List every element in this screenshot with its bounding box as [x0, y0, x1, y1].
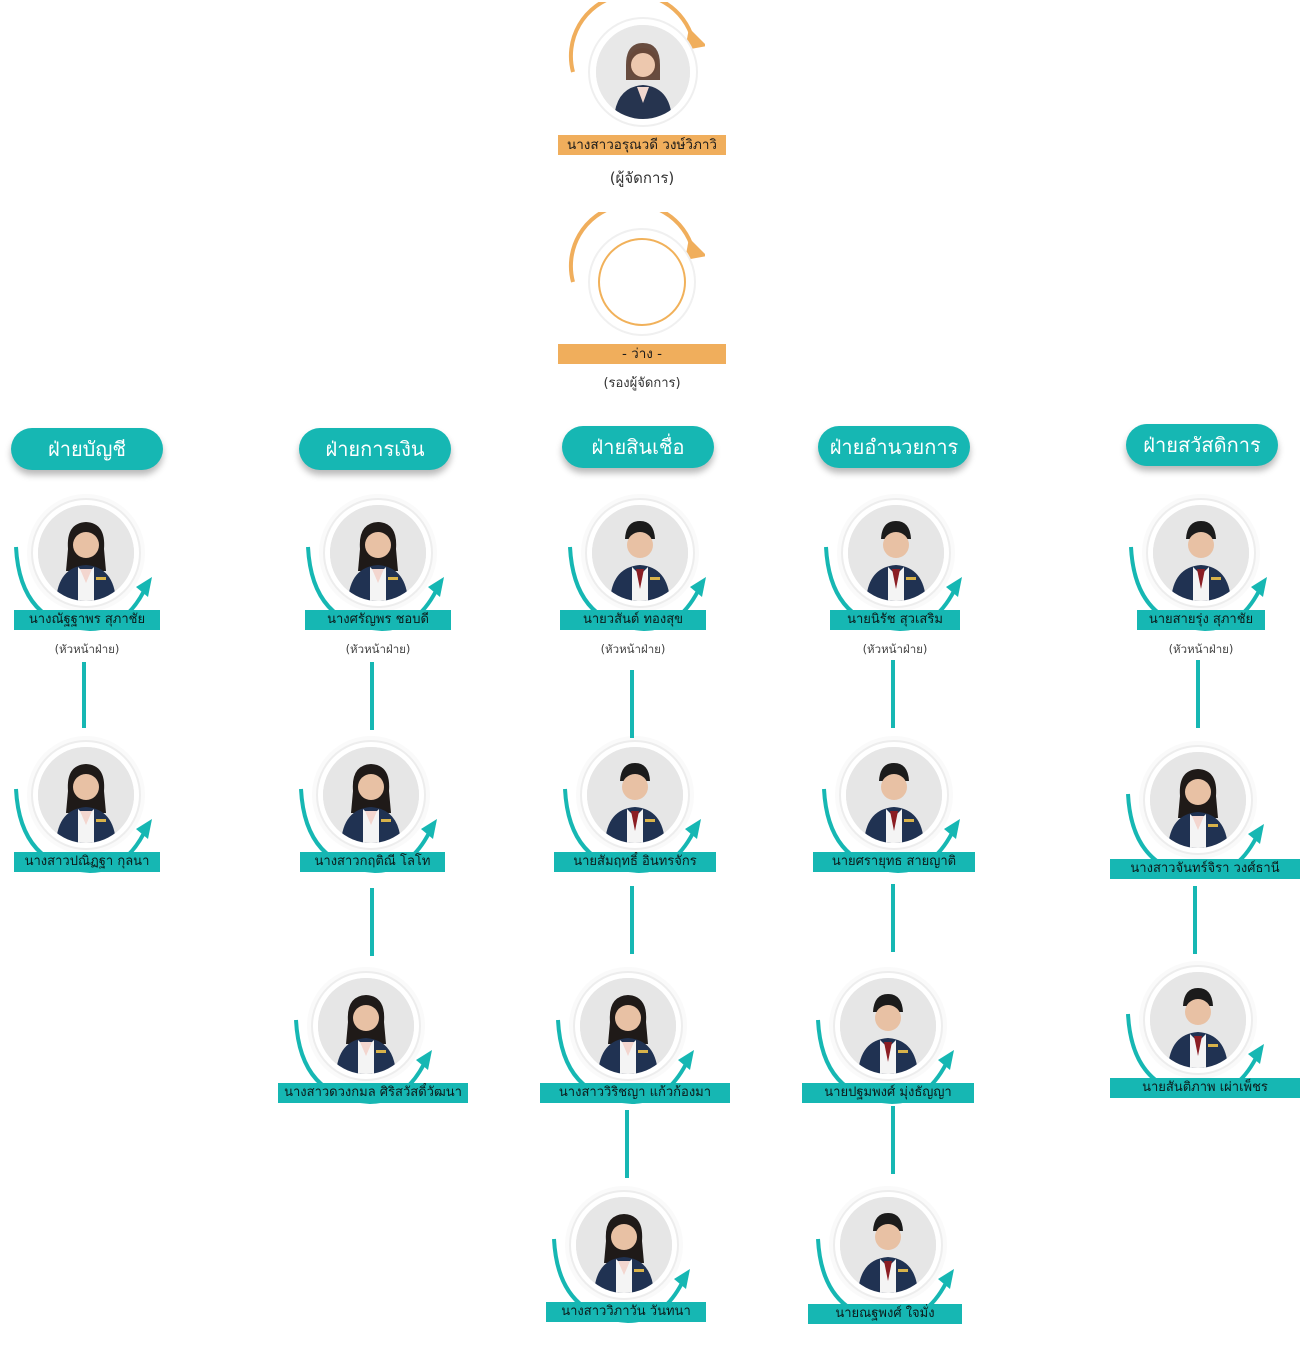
- member-name-admin-2: นายปฐมพงศ์ มุ่งธัญญา: [802, 1083, 974, 1103]
- head-role-accounting: (หัวหน้าฝ่าย): [54, 642, 120, 656]
- photo-finance-1: [323, 747, 419, 843]
- head-role-admin: (หัวหน้าฝ่าย): [862, 642, 928, 656]
- member-name-credit-3: นางสาววิภาวัน วันทนา: [546, 1302, 706, 1322]
- photo-credit-1: [587, 747, 683, 843]
- connector-credit-1: [630, 670, 634, 738]
- connector-welfare-1: [1196, 660, 1200, 728]
- photo-admin-head: [848, 505, 944, 601]
- manager-photo: [596, 25, 690, 119]
- dept-pill-finance: ฝ่ายการเงิน: [299, 428, 451, 470]
- photo-credit-2: [580, 978, 676, 1074]
- connector-accounting-1: [82, 662, 86, 728]
- deputy-role: (รองผู้จัดการ): [603, 376, 681, 391]
- photo-welfare-head: [1153, 505, 1249, 601]
- member-name-admin-3: นายณฐพงศ์ ใจมั่ง: [808, 1304, 962, 1324]
- photo-welfare-1: [1150, 752, 1246, 848]
- member-name-credit-1: นายสัมฤทธิ์ อินทรจักร: [554, 852, 716, 872]
- head-role-welfare: (หัวหน้าฝ่าย): [1168, 642, 1234, 656]
- deputy-arc: [568, 212, 705, 283]
- manager-arc: [568, 2, 705, 73]
- connector-finance-2: [370, 888, 374, 956]
- dept-pill-welfare: ฝ่ายสวัสดิการ: [1126, 424, 1278, 466]
- photo-accounting-1: [38, 747, 134, 843]
- connector-admin-1: [891, 660, 895, 728]
- member-name-credit-2: นางสาววิริชญา แก้วก้องมา: [540, 1083, 730, 1103]
- member-name-welfare-2: นายสันติภาพ เผ่าเพ็ชร: [1110, 1078, 1300, 1098]
- photo-admin-2: [840, 978, 936, 1074]
- photo-admin-1: [846, 747, 942, 843]
- photo-accounting-head: [38, 505, 134, 601]
- member-name-accounting-1: นางสาวปณิฏฐา กุลนา: [14, 852, 160, 872]
- member-name-finance-1: นางสาวกฤติณี โลโท: [300, 852, 445, 872]
- connector-admin-2: [891, 884, 895, 952]
- photo-finance-head: [330, 505, 426, 601]
- head-role-finance: (หัวหน้าฝ่าย): [345, 642, 411, 656]
- manager-role: (ผู้จัดการ): [609, 169, 675, 187]
- head-role-credit: (หัวหน้าฝ่าย): [600, 642, 666, 656]
- photo-finance-2: [318, 978, 414, 1074]
- member-name-welfare-1: นางสาวจันทร์จิรา วงศ์ธานี: [1110, 859, 1300, 879]
- deputy-name: - ว่าง -: [558, 344, 726, 364]
- head-name-credit: นายวสันต์ ทองสุข: [560, 610, 706, 630]
- manager-name: นางสาวอรุณวดี วงษ์วิภาวิ: [558, 135, 726, 155]
- head-name-admin: นายนิรัช สุวเสริม: [830, 610, 960, 630]
- photo-credit-head: [592, 505, 688, 601]
- head-name-accounting: นางณัฐฐาพร สุภาชัย: [14, 610, 160, 630]
- connector-admin-3: [891, 1106, 895, 1174]
- photo-credit-3: [576, 1197, 672, 1293]
- head-name-finance: นางศรัญพร ชอบดี: [305, 610, 451, 630]
- connector-credit-3: [625, 1110, 629, 1178]
- connector-welfare-2: [1193, 886, 1197, 954]
- connector-finance-1: [370, 662, 374, 730]
- head-name-welfare: นายสายรุ่ง สุภาชัย: [1137, 610, 1265, 630]
- dept-pill-admin: ฝ่ายอำนวยการ: [818, 426, 970, 468]
- photo-admin-3: [840, 1197, 936, 1293]
- deputy-vacant-circle: [598, 238, 686, 326]
- dept-pill-accounting: ฝ่ายบัญชี: [11, 428, 163, 470]
- photo-welfare-2: [1150, 972, 1246, 1068]
- dept-pill-credit: ฝ่ายสินเชื่อ: [562, 426, 714, 468]
- member-name-admin-1: นายศรายุทธ สายญาติ: [813, 852, 975, 872]
- member-name-finance-2: นางสาวดวงกมล ศิริสวัสดิ์วัฒนา: [278, 1083, 468, 1103]
- connector-credit-2: [630, 886, 634, 954]
